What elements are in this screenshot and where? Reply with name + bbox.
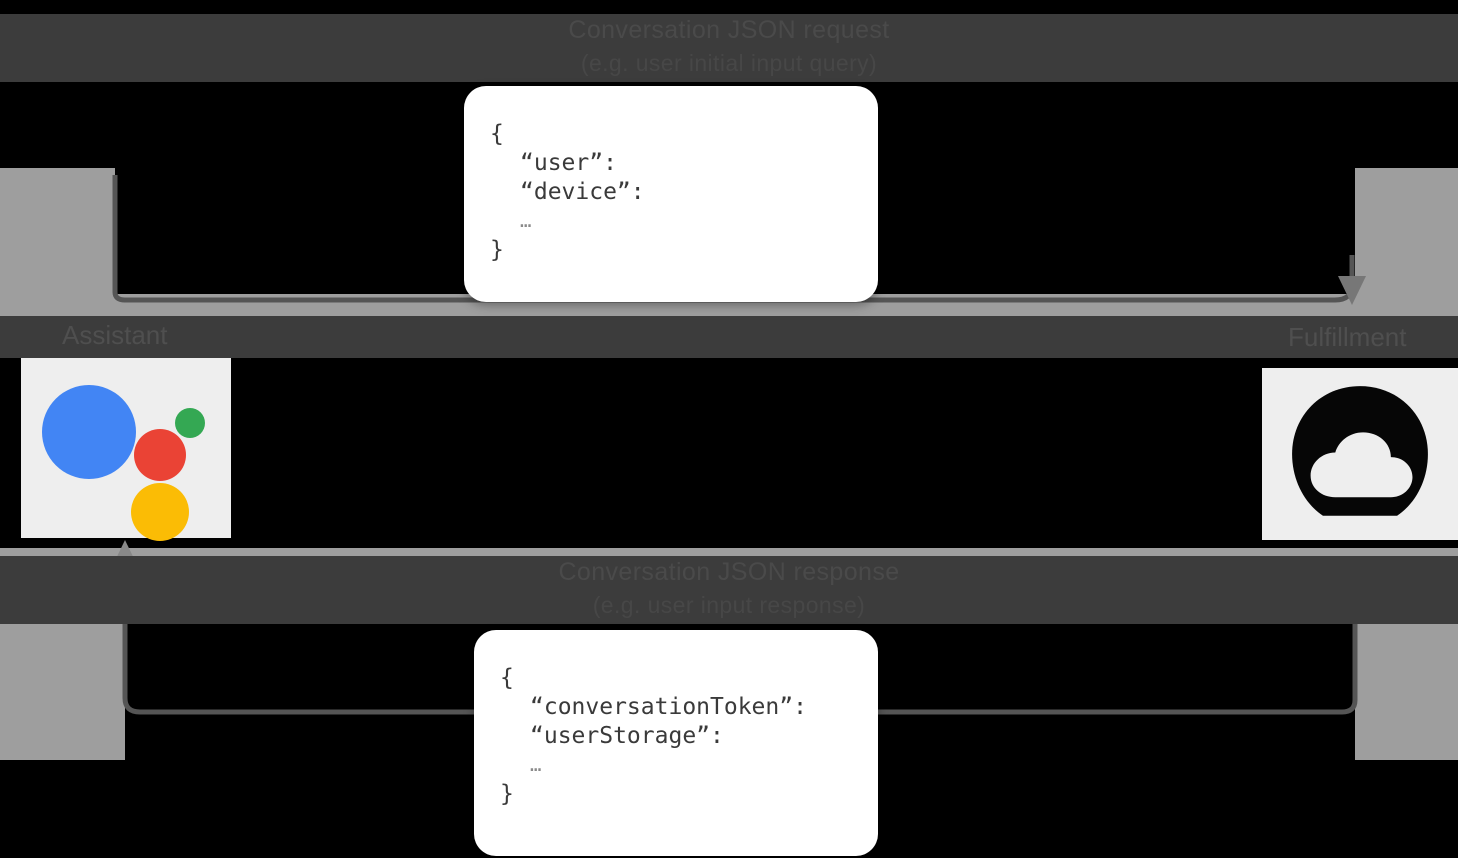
caption-strip-top-1 [0, 14, 1458, 48]
json-line-device: “device”: [520, 179, 645, 205]
assistant-label: Assistant [62, 320, 168, 350]
json-line-user: “user”: [520, 150, 617, 176]
caption-strip-bottom-2 [0, 590, 1458, 624]
caption-strip-top-2 [0, 48, 1458, 82]
json-line-ellipsis: … [520, 210, 532, 232]
assistant-node[interactable] [21, 358, 231, 541]
fulfillment-node[interactable] [1262, 368, 1458, 540]
json-line-user-storage: “userStorage”: [530, 723, 724, 749]
json-line-conversation-token: “conversationToken”: [530, 694, 807, 720]
caption-strip-bottom-1 [0, 556, 1458, 590]
caption-strip-middle [0, 316, 1458, 358]
request-subcaption: (e.g. user initial input query) [580, 50, 878, 76]
json-line-close: } [490, 237, 504, 263]
response-subcaption: (e.g. user input response) [592, 592, 866, 618]
json-line-ellipsis: … [530, 754, 542, 776]
assistant-blue-dot-icon [42, 385, 136, 479]
google-assistant-logo-icon [38, 373, 214, 541]
response-caption: Conversation JSON response [558, 558, 900, 586]
assistant-red-dot-icon [134, 429, 186, 481]
json-line-close: } [500, 781, 514, 807]
assistant-green-dot-icon [175, 408, 205, 438]
request-caption: Conversation JSON request [568, 16, 890, 44]
assistant-yellow-dot-icon [131, 483, 189, 541]
fulfillment-label: Fulfillment [1288, 322, 1407, 352]
response-json-card: { “conversationToken”: “userStorage”: … … [474, 630, 878, 856]
json-line-open: { [500, 665, 514, 691]
cloud-icon [1292, 386, 1428, 516]
request-json-card: { “user”: “device”: … } [464, 86, 878, 302]
json-line-open: { [490, 121, 504, 147]
